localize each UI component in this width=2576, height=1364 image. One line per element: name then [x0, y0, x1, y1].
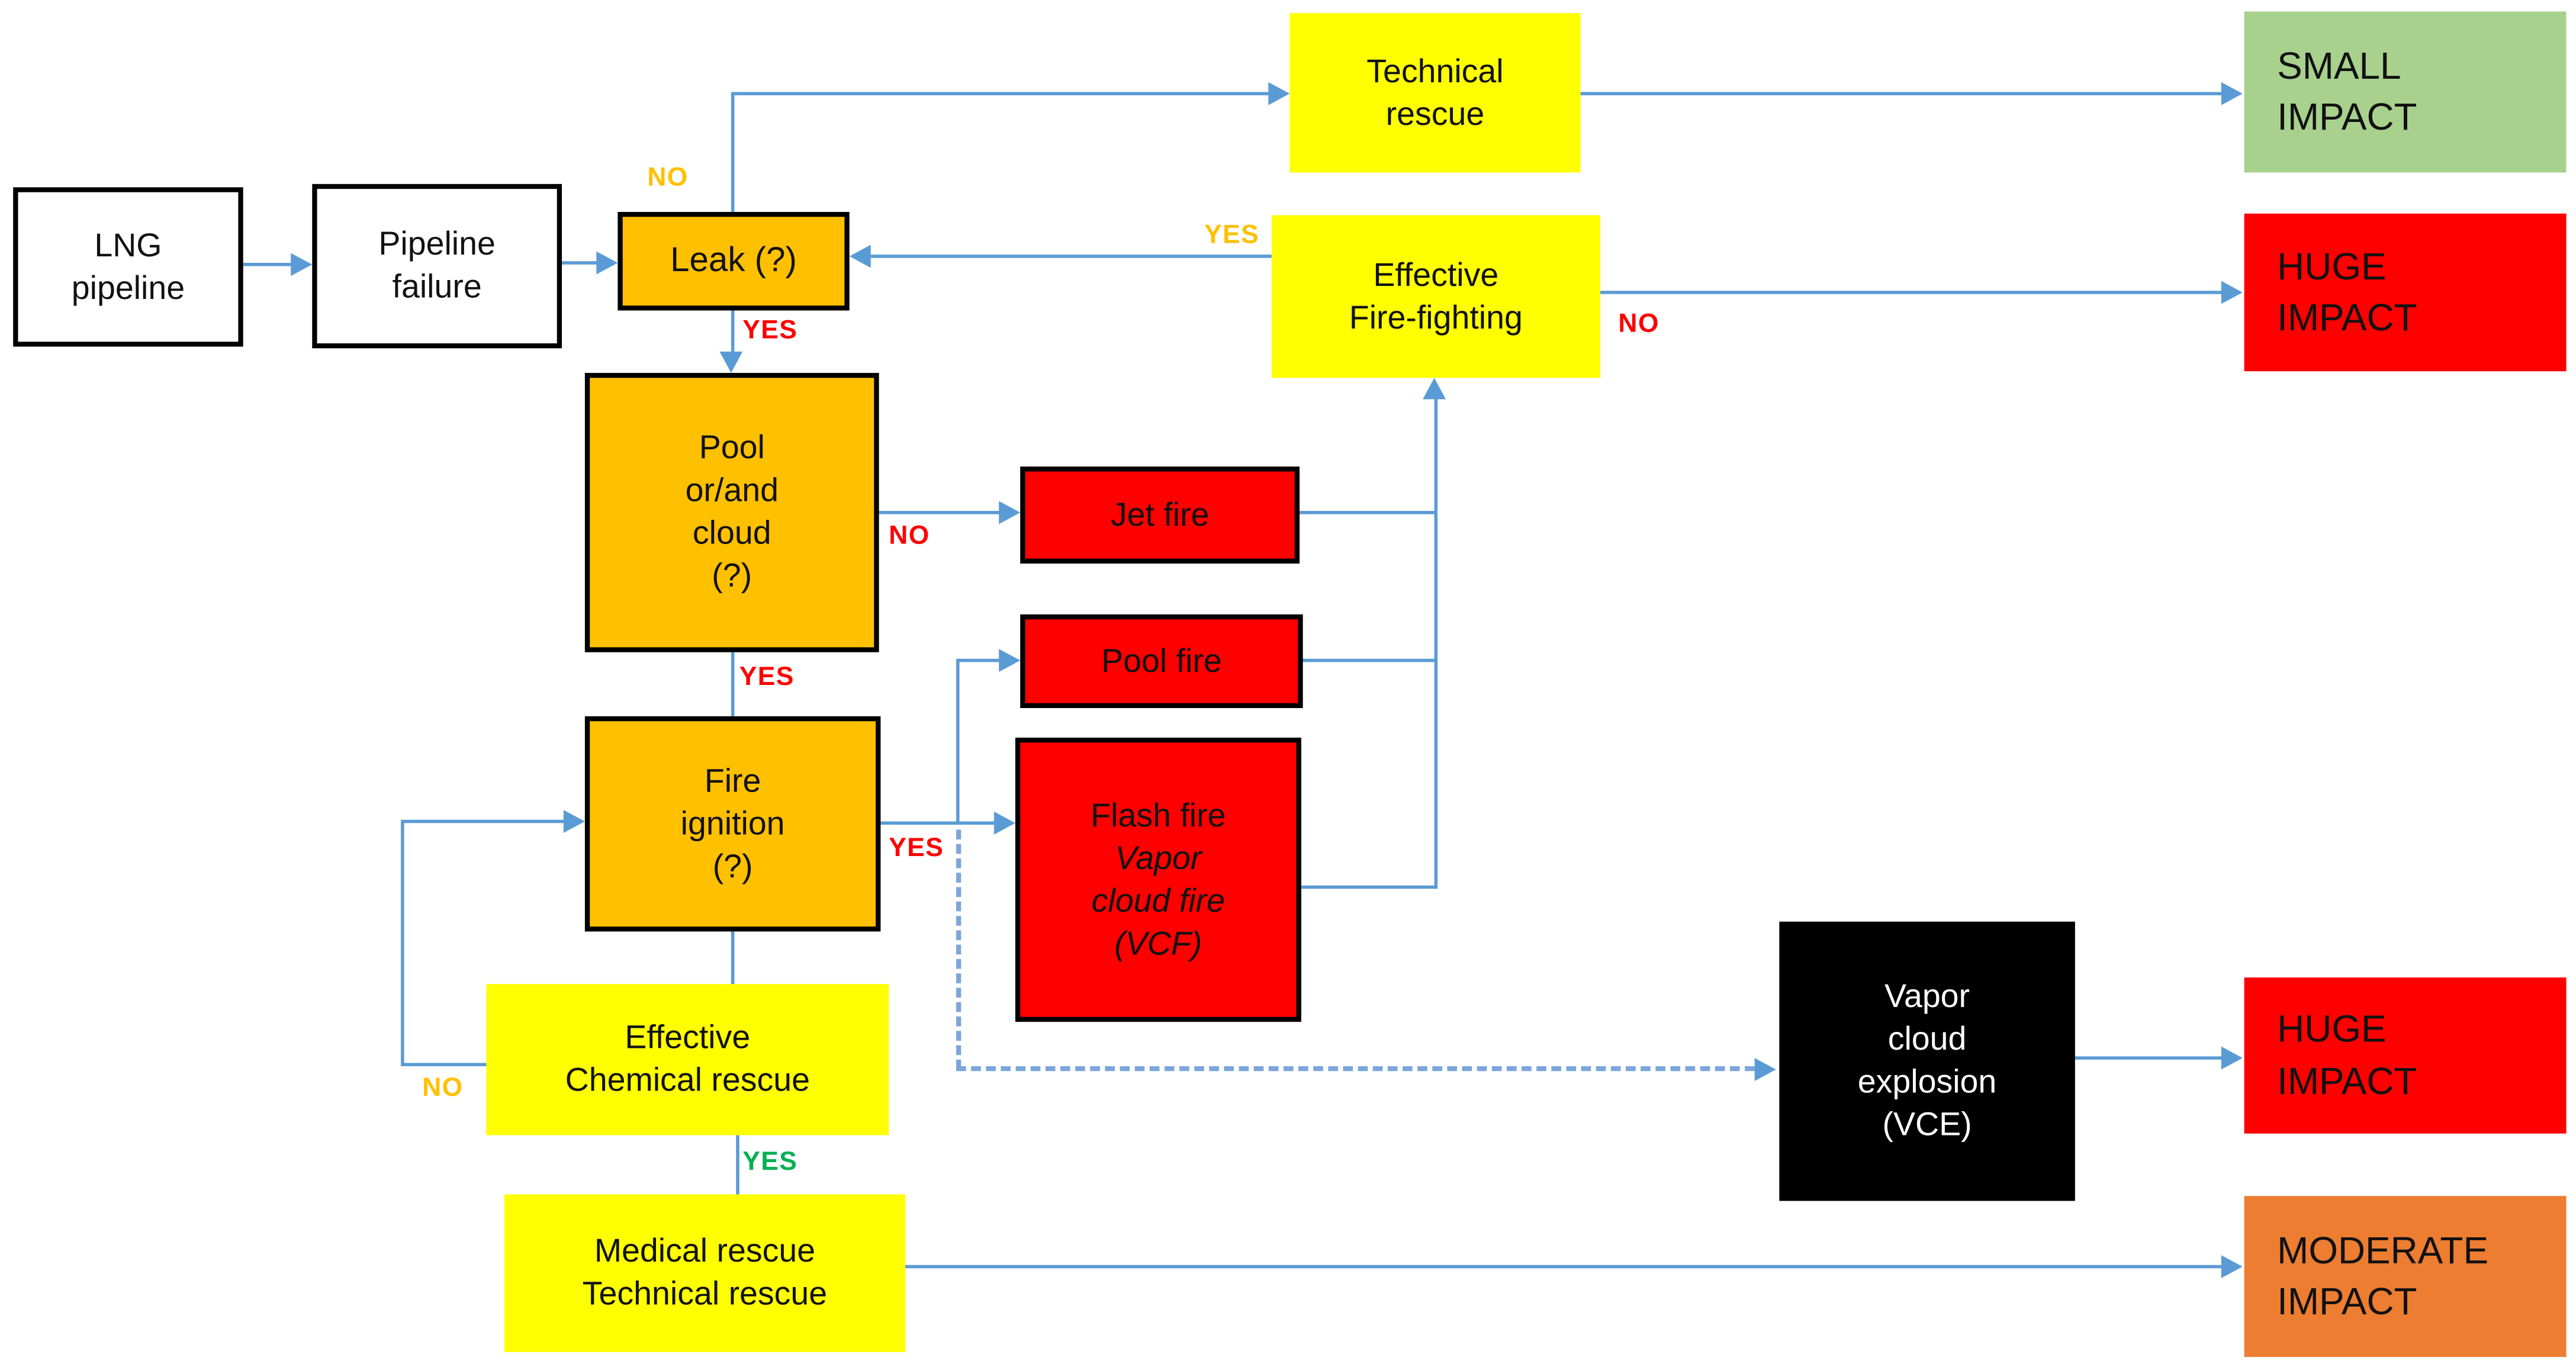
connector-chem-yes-down — [736, 1135, 739, 1195]
connector-medical-to-moderate — [905, 1265, 2223, 1269]
node-vapor-cloud-explosion-label: Vapor cloud explosion (VCE) — [1857, 979, 1997, 1144]
label-firefighting-no: NO — [1618, 310, 1660, 339]
connector-vce-to-huge — [2075, 1056, 2223, 1060]
connector-dashed-down — [956, 829, 961, 1070]
node-pool-fire: Pool fire — [1020, 614, 1303, 709]
arrowhead-to-pool-cloud — [719, 351, 743, 373]
connector-chem-no-right — [401, 819, 565, 823]
node-huge-impact-top-label: HUGE IMPACT — [2277, 245, 2417, 339]
node-pool-fire-label: Pool fire — [1101, 643, 1222, 680]
node-effective-firefighting-label: Effective Fire-fighting — [1349, 257, 1523, 336]
label-firefighting-yes: YES — [1204, 221, 1260, 250]
node-flash-fire-subtitle: Vapor cloud fire (VCF) — [1091, 840, 1225, 962]
connector-poolfire-collector — [1303, 658, 1436, 662]
arrowhead-failure-to-leak — [596, 251, 618, 275]
node-effective-chemical-rescue-label: Effective Chemical rescue — [565, 1020, 810, 1099]
node-medical-technical-rescue: Medical rescue Technical rescue — [504, 1194, 906, 1352]
node-flash-fire: Flash fire Vapor cloud fire (VCF) — [1015, 737, 1301, 1022]
connector-leak-yes-down — [731, 310, 735, 353]
node-huge-impact-bottom: HUGE IMPACT — [2244, 977, 2567, 1134]
connector-chem-no-left — [401, 1063, 487, 1066]
node-pipeline-failure: Pipeline failure — [312, 184, 562, 349]
connector-dashed-right — [956, 1066, 1755, 1072]
node-moderate-impact: MODERATE IMPACT — [2244, 1196, 2567, 1357]
arrowhead-to-leak — [849, 245, 871, 268]
connector-lng-to-failure — [243, 263, 292, 266]
connector-firefighting-no-huge — [1600, 291, 2223, 294]
label-ignition-yes: YES — [889, 834, 944, 863]
label-pool-no: NO — [889, 522, 930, 551]
label-chemical-yes: YES — [742, 1148, 798, 1176]
node-pipeline-failure-label: Pipeline failure — [378, 226, 496, 306]
node-fire-ignition-label: Fire ignition (?) — [680, 763, 785, 885]
node-flash-fire-title: Flash fire — [1091, 797, 1226, 834]
node-small-impact: SMALL IMPACT — [2244, 11, 2567, 173]
connector-pool-no-jet — [879, 511, 1001, 514]
node-technical-rescue-label: Technical rescue — [1366, 53, 1504, 133]
node-leak-label: Leak (?) — [670, 242, 797, 280]
arrowhead-to-pool-fire — [999, 649, 1021, 672]
node-medical-technical-rescue-label: Medical rescue Technical rescue — [582, 1234, 828, 1313]
connector-chem-no-up — [401, 821, 404, 1066]
connector-pool-yes-down — [731, 652, 735, 716]
node-fire-ignition-decision: Fire ignition (?) — [584, 716, 881, 932]
node-moderate-impact-label: MODERATE IMPACT — [2277, 1228, 2489, 1323]
node-pool-or-cloud-decision: Pool or/and cloud (?) — [584, 372, 879, 652]
node-vapor-cloud-explosion: Vapor cloud explosion (VCE) — [1779, 921, 2075, 1201]
arrowhead-to-technical-rescue — [1268, 82, 1290, 105]
arrowhead-to-huge-impact-bottom — [2221, 1046, 2243, 1070]
connector-jetfire-collector — [1300, 511, 1436, 514]
connector-collector-up — [1434, 397, 1438, 889]
node-lng-pipeline-label: LNG pipeline — [71, 227, 185, 307]
arrowhead-to-moderate-impact — [2221, 1255, 2243, 1278]
node-jet-fire: Jet fire — [1020, 467, 1300, 564]
arrowhead-to-jet-fire — [999, 501, 1021, 525]
connector-flashfire-collector — [1301, 885, 1436, 889]
arrowhead-lng-to-failure — [291, 253, 313, 276]
arrowhead-to-vce — [1754, 1058, 1776, 1081]
node-technical-rescue: Technical rescue — [1289, 13, 1581, 173]
node-effective-firefighting: Effective Fire-fighting — [1271, 215, 1600, 378]
connector-junction-poolfire — [956, 658, 1001, 662]
arrowhead-to-huge-impact-top — [2221, 281, 2243, 304]
arrowhead-to-fire-ignition — [563, 810, 585, 833]
node-small-impact-label: SMALL IMPACT — [2277, 44, 2417, 139]
connector-leak-no-right — [731, 92, 1271, 95]
connector-leak-no-up — [731, 94, 735, 212]
arrowhead-to-firefighting — [1423, 378, 1446, 400]
node-leak-decision: Leak (?) — [618, 211, 850, 311]
node-pool-or-cloud-label: Pool or/and cloud (?) — [685, 430, 779, 595]
connector-failure-to-leak — [562, 261, 599, 265]
label-leak-yes: YES — [742, 317, 798, 345]
connector-ignition-yes-right — [880, 821, 996, 825]
node-huge-impact-top: HUGE IMPACT — [2244, 213, 2567, 372]
node-huge-impact-bottom-label: HUGE IMPACT — [2277, 1008, 2417, 1102]
label-pool-yes: YES — [739, 664, 795, 692]
node-effective-chemical-rescue: Effective Chemical rescue — [486, 984, 889, 1135]
connector-junction-up — [956, 660, 960, 825]
arrowhead-to-small-impact — [2221, 82, 2243, 105]
connector-technical-to-small — [1580, 92, 2223, 95]
arrowhead-to-flash-fire — [993, 811, 1015, 835]
node-lng-pipeline: LNG pipeline — [13, 187, 243, 347]
label-chemical-no: NO — [422, 1074, 464, 1103]
connector-firefighting-yes-leak — [870, 255, 1272, 258]
label-leak-no: NO — [647, 164, 689, 192]
connector-ignition-down — [731, 931, 735, 985]
node-jet-fire-label: Jet fire — [1110, 497, 1210, 533]
